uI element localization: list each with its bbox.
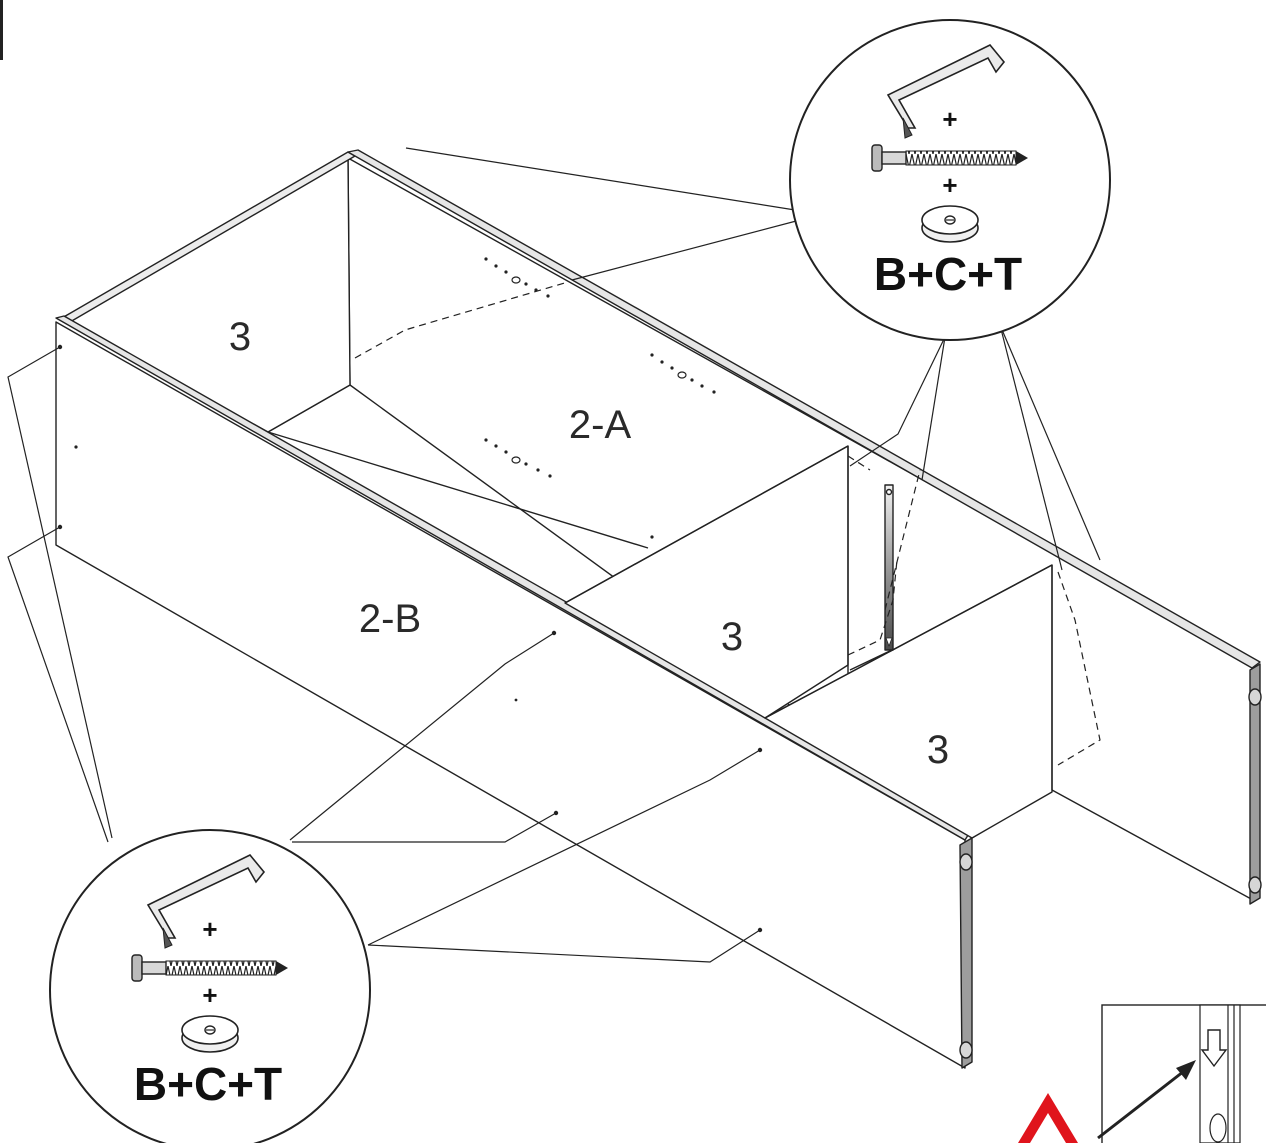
panel-label-back: 2-A	[569, 403, 632, 447]
cabinet-carcass	[55, 149, 1261, 1069]
hardware-code-top: B+C+T	[874, 248, 1022, 300]
hidden-lines	[354, 281, 1101, 766]
leader-lines	[7, 147, 1101, 963]
screw-icon	[871, 144, 1028, 172]
plus-sign-2: +	[202, 980, 217, 1010]
panel-label-middle: 3	[721, 615, 743, 659]
warning-icon	[1018, 1093, 1078, 1143]
cap-washer-icon	[181, 1015, 239, 1053]
panel-label-right: 3	[927, 728, 949, 772]
front-panel-2b	[55, 321, 966, 1069]
panel-label-top-left: 3	[229, 315, 251, 359]
cap-washer-icon	[921, 205, 979, 243]
corner-mark	[0, 0, 3, 60]
screw-icon	[131, 954, 288, 982]
callout-bottom: + + B+C+T	[49, 829, 371, 1143]
hanging-rail	[884, 484, 894, 651]
detail-inset	[1097, 1004, 1266, 1143]
callout-top: + + B+C+T	[789, 19, 1111, 341]
plus-sign-2: +	[942, 170, 957, 200]
allen-key-icon	[146, 854, 266, 949]
panel-label-front: 2-B	[359, 597, 421, 641]
plus-sign-1: +	[202, 914, 217, 944]
hardware-code-bottom: B+C+T	[134, 1058, 282, 1110]
plus-sign-1: +	[942, 104, 957, 134]
allen-key-icon	[886, 44, 1006, 139]
arrow-icon	[1200, 1029, 1228, 1068]
edge-dowels	[959, 688, 1262, 1059]
